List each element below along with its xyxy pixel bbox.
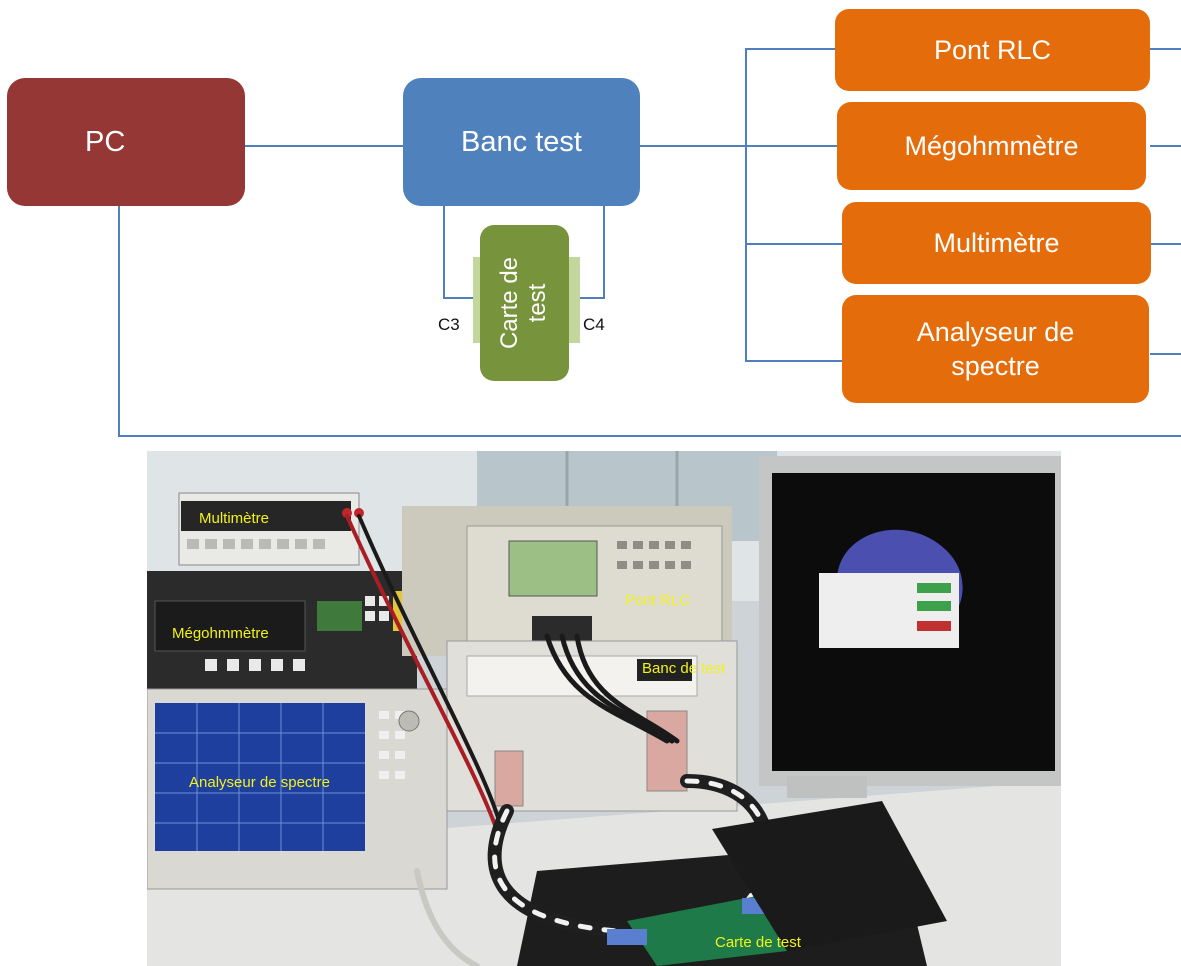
instrument-megohmmetre: Mégohmmètre: [837, 102, 1146, 190]
analyseur-line-2: spectre: [951, 351, 1040, 381]
multimetre-instrument: [178, 492, 364, 566]
instrument-megohmmetre-label: Mégohmmètre: [904, 130, 1079, 161]
carte-label-line-1: Carte de: [496, 256, 524, 350]
banc-test-label: Banc test: [461, 125, 582, 158]
connector-banc-c3-v: [443, 205, 445, 298]
test-bench-photo: Multimètre Mégohmmètre Pont RLC Banc de …: [147, 451, 1061, 966]
carte-connector-c4: [568, 257, 580, 343]
instrument-analyseur-label: Analyseur de spectre: [917, 315, 1075, 383]
connector-bus-analyseur: [745, 360, 842, 362]
connector-bus-multi: [745, 243, 842, 245]
monitor: [759, 456, 1061, 798]
photo-label-analyseur: Analyseur de spectre: [189, 774, 330, 791]
instrument-pont-rlc: Pont RLC: [835, 9, 1150, 91]
photo-label-carte-de-test: Carte de test: [715, 934, 802, 951]
connector-banc-c4-v: [603, 205, 605, 298]
connector-pc-banc: [244, 145, 404, 147]
analyseur-instrument: [147, 688, 448, 890]
carte-de-test-label: Carte de test: [497, 257, 553, 349]
photo-label-multimetre: Multimètre: [199, 510, 269, 527]
instrument-pont-rlc-label: Pont RLC: [933, 34, 1052, 65]
c3-label: C3: [438, 315, 460, 334]
connector-pc-bottom: [118, 435, 1181, 437]
carte-de-test-box: Carte de test: [480, 225, 569, 381]
instrument-multimetre: Multimètre: [842, 202, 1151, 284]
carte-label-line-2: test: [524, 283, 552, 323]
connector-banc-c4-h: [574, 297, 605, 299]
connector-banc-bus: [639, 145, 746, 147]
connector-analyseur-right: [1150, 353, 1181, 355]
photo-label-megohmmetre: Mégohmmètre: [172, 625, 269, 642]
connector-megohm-right: [1150, 145, 1181, 147]
instrument-multimetre-label: Multimètre: [933, 227, 1060, 258]
connector-bus-megohm: [745, 145, 837, 147]
connector-bus-pont: [745, 48, 837, 50]
keyboard: [712, 801, 947, 951]
photo-label-pont-rlc: Pont RLC: [625, 592, 690, 609]
photo-label-banc-de-test: Banc de test: [642, 660, 726, 677]
connector-banc-c3-h: [443, 297, 475, 299]
pc-label: PC: [85, 125, 126, 158]
connector-pont-right: [1150, 48, 1181, 50]
instrument-analyseur: Analyseur de spectre: [842, 295, 1149, 403]
banc-test-box: Banc test: [403, 78, 640, 206]
instrument-bus: [745, 48, 747, 361]
analyseur-line-1: Analyseur de: [916, 317, 1075, 347]
pc-box: PC: [7, 78, 245, 206]
c4-label: C4: [583, 315, 605, 334]
connector-multi-right: [1150, 243, 1181, 245]
megohmmetre-instrument: [147, 571, 417, 701]
pont-rlc-instrument: [402, 506, 732, 656]
connector-pc-down: [118, 205, 120, 437]
